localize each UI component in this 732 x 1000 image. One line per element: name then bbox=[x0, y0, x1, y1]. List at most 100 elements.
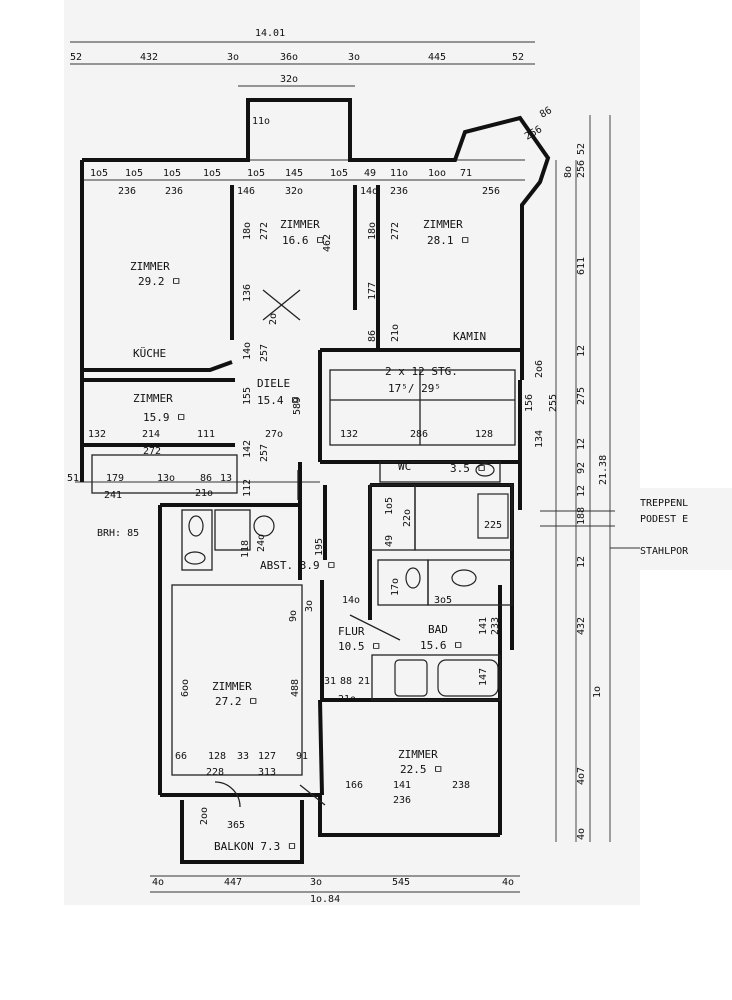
room-name-wc: WC bbox=[398, 460, 411, 473]
dim-bk-200: 2oo bbox=[199, 807, 210, 825]
dim-top-360: 36o bbox=[280, 52, 298, 63]
dim-r1-71: 71 bbox=[460, 168, 472, 179]
dim-rt-255: 255 bbox=[548, 394, 559, 412]
dim-rt-156: 156 bbox=[524, 394, 535, 412]
dim-z5-488: 488 bbox=[290, 679, 301, 697]
dim-z5-313: 313 bbox=[258, 767, 276, 778]
dim-rt-12c: 12 bbox=[576, 485, 587, 497]
dim-c-49: 49 bbox=[384, 535, 395, 547]
fixtures bbox=[184, 463, 509, 697]
dim-r1-105c: 1o5 bbox=[163, 168, 181, 179]
dim-r1-105e-left: 1o5 bbox=[247, 168, 265, 179]
dim-f-141: 141 bbox=[478, 617, 489, 635]
room-area-zimmer-1: 29.2 ㅁ bbox=[138, 275, 181, 288]
room-area-bad: 15.6 ㅁ bbox=[420, 639, 463, 652]
dim-v-462: 462 bbox=[322, 234, 333, 252]
dim-r1-145: 145 bbox=[285, 168, 303, 179]
dim-z5-91: 91 bbox=[296, 751, 308, 762]
dim-rt-12b: 12 bbox=[576, 438, 587, 450]
room-name-flur: FLUR bbox=[338, 625, 365, 638]
dim-top-432: 432 bbox=[140, 52, 158, 63]
dim-f-31: 31 bbox=[324, 676, 336, 687]
dim-r2-320: 32o bbox=[285, 186, 303, 197]
dim-b-13b: 13 bbox=[220, 473, 232, 484]
treppen-label: TREPPENL bbox=[640, 498, 688, 509]
dim-bot-40b: 4o bbox=[502, 877, 514, 888]
dim-rt-12d: 12 bbox=[576, 556, 587, 568]
dim-overall-bottom: 1o.84 bbox=[310, 894, 340, 905]
dim-z5-228: 228 bbox=[206, 767, 224, 778]
dim-bot-40a: 4o bbox=[152, 877, 164, 888]
dim-f-305: 3o5 bbox=[434, 595, 452, 606]
dim-r1-105d: 1o5 bbox=[203, 168, 221, 179]
dim-z6-166: 166 bbox=[345, 780, 363, 791]
dim-z6-236: 236 bbox=[393, 795, 411, 806]
dim-f-140: 14o bbox=[342, 595, 360, 606]
dim-top-52a: 52 bbox=[70, 52, 82, 63]
dim-v-272a: 272 bbox=[259, 222, 270, 240]
dim-z5-600: 6oo bbox=[180, 679, 191, 697]
room-ratio-stair: 17⁵/ 29⁵ bbox=[388, 382, 441, 395]
dim-v-112: 112 bbox=[242, 479, 253, 497]
dim-rt-407: 4o7 bbox=[576, 767, 587, 785]
podest-label: PODEST E bbox=[640, 514, 688, 525]
dimension-lines bbox=[70, 41, 640, 893]
dim-bot-30: 3o bbox=[310, 877, 322, 888]
dim-rt-206: 2o6 bbox=[534, 360, 545, 378]
dim-f-147: 147 bbox=[478, 668, 489, 686]
dim-r2-236a: 236 bbox=[118, 186, 136, 197]
interior-lines bbox=[91, 289, 516, 808]
dim-r1-110: 11o bbox=[390, 168, 408, 179]
dim-top-30a: 3o bbox=[227, 52, 239, 63]
room-name-zimmer-6: ZIMMER bbox=[398, 748, 438, 761]
dim-b-51: 51 bbox=[67, 473, 79, 484]
dim-b-179: 179 bbox=[106, 473, 124, 484]
dim-b-241: 241 bbox=[104, 490, 122, 501]
room-area-diele: 15.4 ㅁ bbox=[257, 394, 300, 407]
dim-overall-top: 14.01 bbox=[255, 28, 285, 39]
dim-f-210: 21o bbox=[338, 694, 356, 705]
room-area-zimmer-3: 28.1 ㅁ bbox=[427, 234, 470, 247]
room-name-bad: BAD bbox=[428, 623, 448, 636]
dim-v-136: 136 bbox=[242, 284, 253, 302]
dim-a-24: 24o bbox=[256, 534, 267, 552]
dim-z5-33: 33 bbox=[237, 751, 249, 762]
dim-v-210: 21o bbox=[390, 324, 401, 342]
dim-rt-611: 611 bbox=[576, 257, 587, 275]
dim-k-272: 272 bbox=[143, 446, 161, 457]
room-name-diele: DIELE bbox=[257, 377, 290, 390]
dim-k-132: 132 bbox=[88, 429, 106, 440]
dim-r2-140: 14o bbox=[360, 186, 378, 197]
room-name-kamin: KAMIN bbox=[453, 330, 486, 343]
room-name-kueche: KÜCHE bbox=[133, 347, 166, 360]
room-name-zimmer-3: ZIMMER bbox=[423, 218, 463, 231]
room-name-stair: 2 x 12 STG. bbox=[385, 365, 458, 378]
dim-rt-40: 4o bbox=[576, 828, 587, 840]
dim-f-21: 21 bbox=[358, 676, 370, 687]
dim-r1-49: 49 bbox=[364, 168, 376, 179]
dim-bay-320: 32o bbox=[280, 74, 298, 85]
annotations: BRH: 85 TREPPENL PODEST E STAHLPOR bbox=[97, 498, 689, 557]
bath-toilet-icon bbox=[405, 567, 421, 589]
bathtub-icon bbox=[437, 659, 499, 697]
dim-v-177: 177 bbox=[367, 282, 378, 300]
dim-v-180a: 18o bbox=[242, 222, 253, 240]
dim-r2-236c: 236 bbox=[390, 186, 408, 197]
dim-z5-127: 127 bbox=[258, 751, 276, 762]
stahlpor-label: STAHLPOR bbox=[640, 546, 689, 557]
dim-r1-105e: 1o5 bbox=[330, 168, 348, 179]
dim-b-210: 21o bbox=[195, 488, 213, 499]
dim-v-257a: 257 bbox=[259, 344, 270, 362]
room-area-zimmer-5: 27.2 ㅁ bbox=[215, 695, 258, 708]
dim-r1-100: 1oo bbox=[428, 168, 446, 179]
cabinet-icon bbox=[477, 493, 509, 539]
dim-rt-86: 86 bbox=[538, 105, 554, 121]
walls bbox=[80, 98, 551, 864]
dim-s-128: 128 bbox=[475, 429, 493, 440]
toilet-icon bbox=[188, 515, 204, 537]
dim-k-111: 111 bbox=[197, 429, 215, 440]
dim-a-118: 118 bbox=[240, 540, 251, 558]
brh-label: BRH: 85 bbox=[97, 528, 139, 539]
dim-rt-12a: 12 bbox=[576, 345, 587, 357]
dim-r2-256: 256 bbox=[482, 186, 500, 197]
